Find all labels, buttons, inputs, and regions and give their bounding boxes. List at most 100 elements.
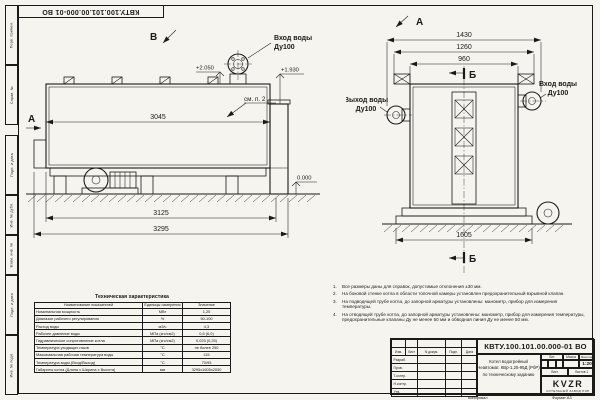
titleblock-name: Котел водогрейный Неавтомат. КВр-1,25-95… xyxy=(476,354,541,396)
inlet-callout-side: Вход воды Ду100 xyxy=(247,35,312,59)
tech-name: Расход воды xyxy=(34,322,143,331)
note-item: 4. На отводящей трубе котла, до запорной… xyxy=(333,312,587,323)
water-inlet-flange-side xyxy=(224,50,252,85)
inlet-label-front: Вход воды xyxy=(539,81,577,88)
tb-role-label: Пров. xyxy=(391,363,418,373)
dim-3295: 3295 xyxy=(33,172,289,238)
margin-box: Инв. № дубл. xyxy=(5,195,18,235)
tech-unit: °С xyxy=(142,357,183,367)
tech-value: 50-100 xyxy=(182,314,231,324)
tb-role-label: Н.контр. xyxy=(391,379,418,389)
note-text: На отводящей трубе котла, до запорной ар… xyxy=(342,311,585,323)
margin-box: Инв. № подл. xyxy=(5,335,18,395)
table-row: Расход воды м3/ч 4,3 xyxy=(34,322,231,331)
note-number: 4. xyxy=(333,311,337,317)
table-row: Номинальная мощность МВт 1,25 xyxy=(34,307,231,316)
dim-1260-value: 1260 xyxy=(456,44,472,51)
tech-unit: МПа (кгс/см2) xyxy=(142,336,183,345)
section-b-top-label: Б xyxy=(469,70,476,81)
tb-header-cell: Изм. xyxy=(391,347,406,357)
scale-label: Масштаб xyxy=(579,354,595,360)
format-label: Формат А3 xyxy=(552,395,572,400)
tb-header-cell: N докум. xyxy=(417,347,446,357)
side-view-drawing: Вход воды Ду100 +2.050 +1.930 0.000 В А … xyxy=(26,29,320,238)
section-marker-a-side: А xyxy=(26,114,41,131)
tb-role-label: Утв. xyxy=(391,387,418,397)
table-row: Температура уходящих газов °С не более 2… xyxy=(34,343,231,352)
margin-label: Подп. и дата xyxy=(9,153,14,177)
tb-role-label: Т.контр. xyxy=(391,371,418,381)
dim-1605-value: 1605 xyxy=(456,232,472,239)
elevation-stub: +1.930 xyxy=(281,68,299,74)
front-drive-unit xyxy=(33,139,47,169)
section-marker-a-label: А xyxy=(28,114,35,125)
factory-logo: KVZR КОТЕЛЬНЫЙ ЗАВОД РЭП xyxy=(541,376,595,396)
margin-box: Подп. и дата xyxy=(5,275,18,335)
view-marker-v-label: В xyxy=(150,32,157,43)
lit-cell xyxy=(548,360,556,368)
dim-1430-value: 1430 xyxy=(456,32,472,39)
note-text: На подводящей трубе котла, до запорной а… xyxy=(342,298,558,310)
water-inlet-nozzle-front xyxy=(517,91,546,111)
tech-value: 70/95 xyxy=(182,357,231,367)
tech-unit: МВт xyxy=(142,307,183,316)
tech-value: 3295х1605х2050 xyxy=(182,365,231,374)
lit-cell xyxy=(541,360,549,368)
inlet-dn-label-front: Ду100 xyxy=(548,90,569,97)
section-marker-b-bottom: Б xyxy=(449,252,476,265)
tech-name: Номинальная мощность xyxy=(34,307,143,316)
dim-3125: 3125 xyxy=(45,172,277,222)
tech-table: Наименование показателей Единицы измерен… xyxy=(34,301,231,374)
dim-3295-value: 3295 xyxy=(153,226,169,233)
top-flange-plates xyxy=(393,73,535,85)
table-row: Диапазон рабочего регулирования % 50-100 xyxy=(34,314,231,324)
note-text: На боковой стенке котла в области топочн… xyxy=(342,291,565,297)
blower-fan-front xyxy=(536,201,560,225)
tb-header-cell: Лист xyxy=(405,347,418,357)
margin-label: Перв. примен. xyxy=(9,21,14,49)
margin-box: Взам. инв. № xyxy=(5,235,18,275)
name-line: по техническому заданию xyxy=(482,371,535,377)
tech-value: 4,3 xyxy=(182,322,231,331)
outlet-callout: Выход воды Ду100 xyxy=(346,97,388,113)
note-ref-label: см. п. 2 xyxy=(244,96,266,103)
tech-header: Значение xyxy=(182,301,231,309)
note-number: 2. xyxy=(333,291,337,297)
doc-number-text: КВТУ.100.101.00.000-01 ВО xyxy=(42,8,140,15)
tech-value: 0,025 (0,25) xyxy=(182,336,231,345)
name-line: Неавтомат. КВр-1,25-95Д (РбР) xyxy=(477,365,540,371)
boiler-body-side xyxy=(45,83,271,169)
tb-header-cell: Подп. xyxy=(445,347,462,357)
table-row: Рабочее давление воды МПа (кгс/см2) 0,6 … xyxy=(34,329,231,338)
blower-fan-side xyxy=(81,167,139,195)
inlet-dn-label: Ду100 xyxy=(274,44,295,51)
table-row: Гидравлическое сопротивление котла МПа (… xyxy=(34,336,231,345)
technical-characteristics: Техническая характеристика Наименование … xyxy=(34,294,231,374)
logo-text: KVZR xyxy=(552,379,584,389)
note-item: 2. На боковой стенке котла в области топ… xyxy=(333,291,587,297)
margin-box: Справ. № xyxy=(5,65,18,125)
mass-label: Масса xyxy=(563,354,579,360)
tech-unit: мм xyxy=(142,365,183,374)
top-inverted-doc-number: КВТУ.100.101.00.000-01 ВО xyxy=(18,5,164,18)
note-reference: см. п. 2 xyxy=(226,96,276,118)
title-block: Изм. Лист N докум. Подп. Дата Разраб. Пр… xyxy=(390,338,595,397)
note-number: 1. xyxy=(333,284,337,289)
logo-subtitle: КОТЕЛЬНЫЙ ЗАВОД РЭП xyxy=(546,389,590,393)
ground-line-front xyxy=(382,223,572,233)
dim-1430: 1430 xyxy=(386,32,542,106)
lit-label: Лит. xyxy=(541,354,563,360)
tech-name: Температура уходящих газов xyxy=(34,343,143,352)
margin-label: Подп. и дата xyxy=(9,293,14,317)
section-marker-b-top: Б xyxy=(449,68,476,81)
flue-duct xyxy=(267,99,291,195)
section-b-bottom-label: Б xyxy=(469,254,476,265)
center-door-column xyxy=(451,91,477,205)
tech-value: 1,25 xyxy=(182,307,231,316)
note-text: Все размеры даны для справок, допустимые… xyxy=(342,284,482,289)
sheets-cell: Листов 1 xyxy=(568,368,595,376)
view-marker-v: В xyxy=(150,29,177,44)
margin-label: Взам. инв. № xyxy=(9,242,14,268)
dim-3045: 3045 xyxy=(46,114,270,125)
